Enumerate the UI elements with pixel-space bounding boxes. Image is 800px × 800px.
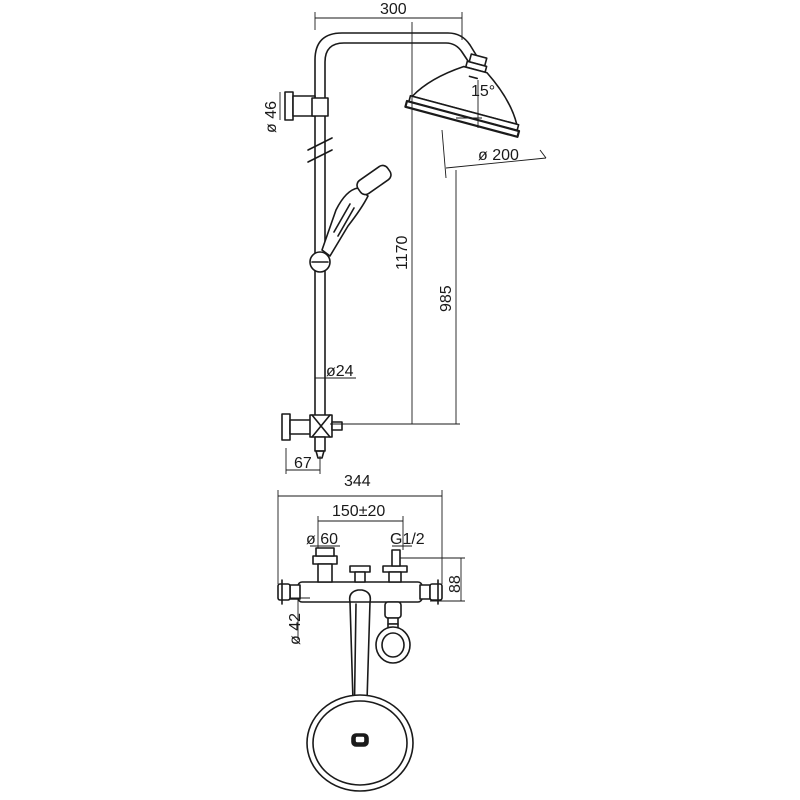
dim-centers-label: 150±20 — [332, 503, 385, 520]
riser-pipe-outline-left — [314, 32, 479, 416]
dim-body-diameter-label: ø 42 — [287, 613, 304, 645]
dim-pipe-diameter: ø24 — [315, 363, 356, 380]
dim-mixer-width: 344 — [277, 473, 443, 584]
shower-head — [404, 53, 521, 138]
dim-300: 300 — [314, 1, 463, 40]
left-handle — [277, 579, 291, 605]
mixer-end-cap-left — [289, 584, 301, 600]
riser-pipe-outline-right — [324, 42, 471, 416]
hand-shower — [321, 164, 392, 257]
dim-bracket-diameter-label: ø 46 — [263, 101, 280, 133]
dim-handle-diameter-label: ø 60 — [306, 531, 338, 548]
left-connector — [312, 547, 338, 583]
right-connector — [382, 549, 408, 583]
dim-head-height-label: 985 — [438, 285, 455, 312]
mixer-end-cap-right — [419, 584, 431, 600]
dim-mixer-width-label: 344 — [344, 473, 371, 490]
dim-head-angle: 15° — [456, 80, 495, 128]
dim-head-diameter-label: ø 200 — [478, 147, 519, 164]
dim-outlet-offset-label: 67 — [294, 455, 312, 472]
mixer-body — [297, 581, 423, 603]
dim-handle-diameter: ø 60 — [306, 531, 340, 548]
right-handle — [429, 579, 443, 605]
dim-body-diameter: ø 42 — [287, 597, 310, 645]
shower-head-front — [306, 694, 414, 792]
dim-bracket-diameter: ø 46 — [263, 92, 281, 133]
handshower-holder — [309, 251, 331, 273]
dim-head-height: 985 — [416, 170, 460, 425]
dim-thread-label: G1/2 — [390, 531, 425, 548]
bottom-valve — [281, 413, 343, 459]
dim-centers: 150±20 — [317, 503, 404, 550]
dim-pipe-diameter-label: ø24 — [326, 363, 354, 380]
dim-total-height: 1170 — [330, 22, 416, 425]
diverter — [384, 601, 402, 625]
dim-outlet-offset: 67 — [285, 448, 321, 474]
dim-thread: G1/2 — [390, 531, 425, 548]
pipe-break-mark — [307, 137, 333, 163]
hand-shower-front — [375, 623, 411, 664]
front-riser-pipe — [348, 589, 372, 735]
dim-mixer-height-label: 88 — [447, 575, 464, 593]
side-view: 300 ø 46 15° ø 200 1170 — [263, 1, 547, 474]
dim-head-angle-label: 15° — [471, 83, 495, 100]
center-riser-stub — [349, 565, 371, 583]
dim-300-label: 300 — [380, 1, 407, 18]
front-view: 344 150±20 ø 60 G1/2 88 — [277, 473, 465, 792]
dim-head-diameter: ø 200 — [441, 129, 547, 179]
dim-total-height-label: 1170 — [394, 235, 411, 270]
dim-mixer-height: 88 — [400, 557, 465, 602]
wall-bracket-top — [284, 91, 329, 121]
